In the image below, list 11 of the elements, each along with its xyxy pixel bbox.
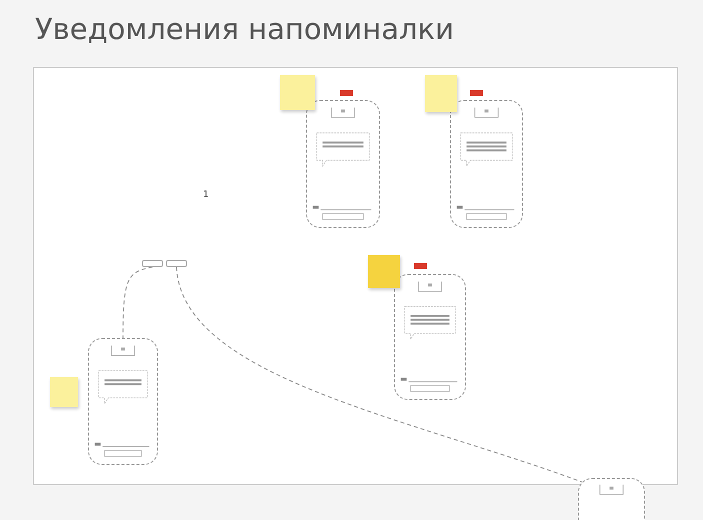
phone-mockup	[394, 274, 466, 400]
dashed-connector	[122, 266, 153, 338]
title: Уведомления напоминалки	[35, 12, 454, 46]
button-mockup	[166, 260, 187, 267]
number-label: 1	[203, 190, 209, 200]
phone-mockup	[450, 100, 523, 228]
button-mockup	[142, 260, 163, 267]
phone-mockup	[306, 100, 380, 228]
phone-mockup	[578, 478, 645, 520]
phone-mockup	[88, 338, 158, 465]
dashed-connector	[176, 266, 582, 482]
